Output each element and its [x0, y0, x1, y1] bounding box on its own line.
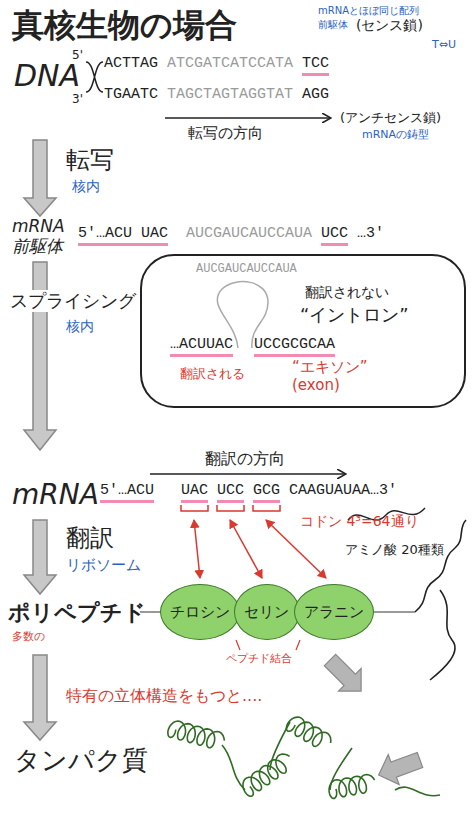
label-text: 核内 [66, 318, 94, 335]
amino-acid-circle: セリン [234, 584, 300, 640]
label-text: UCC [217, 482, 244, 503]
label-text: mRNAとほぼ同じ配列 [318, 5, 419, 17]
label-text: (アンチセンス鎖) [340, 110, 441, 126]
label-text: mRNAの鋳型 [362, 128, 429, 141]
protein-coil [243, 754, 290, 796]
node-text: …ACUUAC [170, 336, 233, 357]
protein-coil [168, 721, 225, 748]
label-text: CAAGUAUAA…3' [289, 482, 397, 500]
node-text: 翻訳されない [305, 284, 389, 301]
label-text: 転写の方向 [188, 124, 263, 142]
label-text: 転写 [66, 146, 114, 175]
protein-coil [286, 717, 330, 746]
helix-twist [86, 62, 103, 92]
label-text: AGG [302, 86, 329, 104]
label-text: 5' [72, 48, 83, 62]
label-text: リボソーム [66, 556, 141, 574]
label-text: ペプチド結合 [226, 652, 292, 665]
label-text: 前駆体 [318, 19, 348, 31]
label-text: mRNA [12, 478, 99, 512]
amino-acid-circle: チロシン [160, 584, 240, 640]
label-text: 3' [72, 92, 83, 106]
amino-acid-circle: アラニン [294, 584, 374, 640]
label-text: AUCGAUCAUCCAUA [186, 225, 312, 243]
label-text: ポリペプチド [8, 600, 146, 626]
fold-arrow [319, 649, 373, 703]
node-text: チロシン [170, 603, 230, 621]
label-text: スプライシング [8, 290, 138, 312]
protein-chain [222, 722, 440, 796]
label-text: ACTTAG [104, 55, 158, 73]
peptide-chain [415, 520, 466, 612]
label-text: アミノ酸 20種類 [345, 542, 444, 558]
node-text: “エキソン” (exon) [292, 358, 404, 394]
label-text: 5'…ACU [100, 482, 154, 503]
label-text: 5'…ACU UAC [78, 225, 168, 246]
label-text: 多数の [12, 630, 45, 643]
node-text: AUCGAUCAUCCAUA [196, 262, 297, 276]
node-text: UCCGCGCAA [254, 336, 335, 357]
label-text: UCC [321, 225, 348, 246]
protein-illustration [168, 717, 440, 798]
leader-line [236, 640, 300, 650]
direction-arrow [150, 473, 345, 475]
label-text: (センス鎖) [356, 17, 423, 34]
label-text: 翻訳の方向 [205, 449, 285, 468]
label-text: コドン 4³=64通り [300, 513, 419, 530]
label-text: ATCGATCATCCATA [167, 55, 293, 73]
label-text: TAGCTAGTAGGTAT [167, 86, 293, 104]
label-text: …3' [357, 225, 384, 243]
node-text: セリン [244, 603, 289, 621]
label-text: TGAATC [104, 86, 158, 104]
label-text: タンパク質 [14, 745, 148, 776]
node-text: “イントロン” [300, 304, 409, 326]
label-text: GCG [253, 482, 280, 503]
label-text: 翻訳 [66, 524, 114, 553]
label-text: TCC [302, 55, 329, 76]
codon-bracket [181, 505, 280, 511]
direction-arrow [165, 117, 330, 119]
protein-coil [329, 775, 375, 799]
title: 真核生物の場合 [12, 6, 237, 44]
label-text: 核内 [72, 178, 100, 195]
label-text: mRNA 前駆体 [12, 216, 70, 257]
node-text: アラニン [304, 603, 364, 621]
node-text: 翻訳される [180, 366, 245, 382]
peptide-chain [430, 590, 455, 680]
fold-arrow [373, 745, 425, 790]
label-text: 特有の立体構造をもつと.... [66, 686, 262, 705]
label-text: UAC [181, 482, 208, 503]
label-text: T⇔U [432, 38, 456, 51]
splicing-box: AUCGAUCAUCCAUA 翻訳されない “イントロン” …ACUUAC UCCGCG… [140, 254, 466, 408]
label-text: DNA [14, 58, 80, 94]
